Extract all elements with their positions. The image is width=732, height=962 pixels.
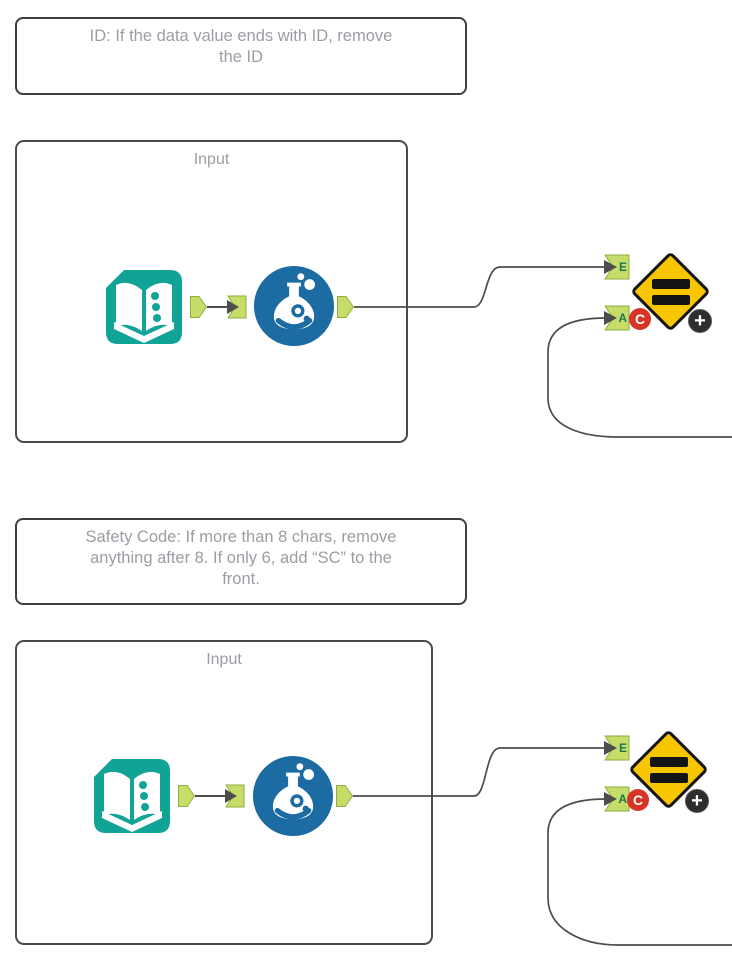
text-input-tool-1[interactable] [104, 264, 184, 348]
text-input-icon [94, 759, 170, 833]
comment-line: front. [222, 570, 260, 588]
wire-loop-to-a-1[interactable] [547, 317, 732, 438]
input-anchor-e-2[interactable]: E [604, 735, 630, 761]
output-anchor-icon[interactable] [178, 785, 196, 812]
convert-icon: C [627, 789, 649, 811]
wire-formula-to-e-1[interactable] [354, 266, 606, 308]
anchor-letter-a: A [618, 792, 627, 806]
convert-icon: C [629, 308, 651, 330]
tool-container-input-2[interactable]: Input [15, 640, 433, 945]
formula-tool-2[interactable] [252, 755, 334, 837]
tool-container-input-1[interactable]: Input [15, 140, 408, 443]
wire-formula-to-e-2[interactable] [353, 747, 606, 797]
output-anchor-icon[interactable] [337, 296, 355, 323]
plus-icon[interactable]: + [688, 309, 712, 333]
comment-line: ID: If the data value ends with ID, remo… [89, 27, 393, 45]
plus-icon[interactable]: + [685, 789, 709, 813]
container-label: Input [193, 151, 230, 168]
input-anchor-e-1[interactable]: E [604, 254, 630, 280]
anchor-letter-a: A [618, 311, 627, 325]
formula-tool-1[interactable] [253, 265, 335, 347]
formula-icon [253, 265, 335, 347]
wire-loop-to-a-2[interactable] [547, 798, 732, 946]
text-input-icon [106, 270, 182, 344]
text-input-tool-2[interactable] [92, 753, 172, 837]
comment-line: the ID [218, 48, 264, 66]
anchor-letter-e: E [618, 260, 627, 274]
comment-line: anything after 8. If only 6, add “SC” to… [90, 549, 392, 567]
comment-box-safety-code-rule[interactable]: Safety Code: If more than 8 chars, remov… [15, 518, 467, 605]
output-anchor-icon[interactable] [336, 785, 354, 812]
anchor-letter-e: E [618, 741, 627, 755]
input-anchor-a-1[interactable]: A [604, 305, 630, 331]
input-anchor-a-2[interactable]: A [604, 786, 630, 812]
output-anchor-icon[interactable] [190, 296, 208, 323]
container-label: Input [206, 651, 242, 668]
comment-line: Safety Code: If more than 8 chars, remov… [85, 528, 397, 546]
comment-box-id-rule[interactable]: ID: If the data value ends with ID, remo… [15, 17, 467, 95]
input-anchor-icon[interactable] [227, 295, 247, 324]
formula-icon [252, 755, 334, 837]
input-anchor-icon[interactable] [225, 784, 245, 813]
